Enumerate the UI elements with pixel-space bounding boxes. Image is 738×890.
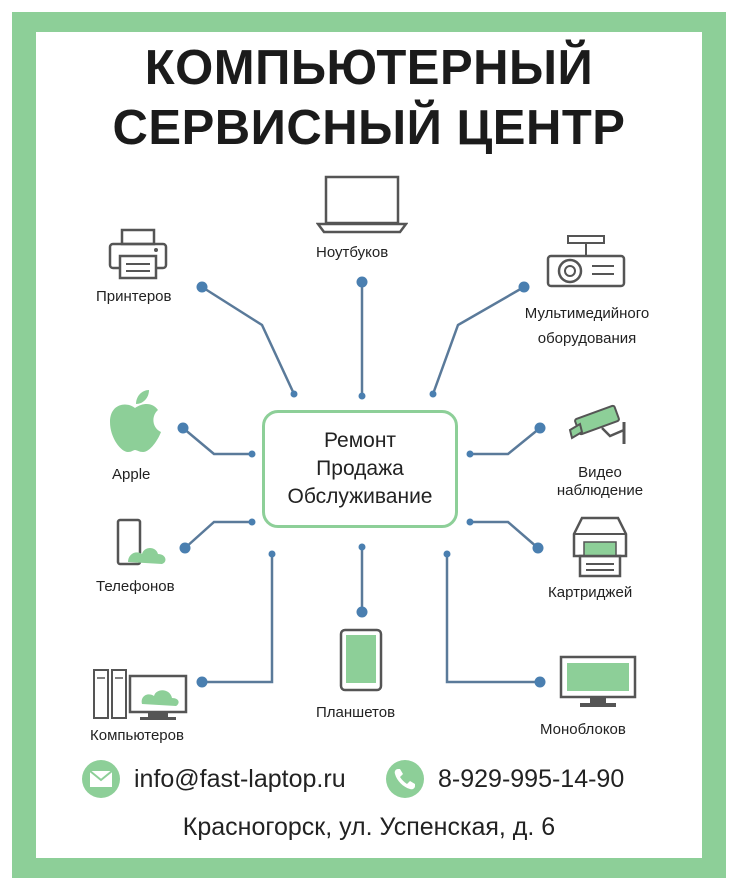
laptop-icon [316,175,408,234]
printer-icon [108,228,168,280]
tablet-icon [339,628,383,692]
label-multimedia-1: Мультимедийного [524,305,650,322]
desktop-computers-icon [93,669,188,720]
security-camera-icon [568,404,626,444]
email-badge [82,760,120,798]
link-multimedia [431,285,525,395]
envelope-icon [89,770,113,787]
label-multimedia-2: оборудования [537,330,637,347]
phone-handset-icon [394,769,415,790]
center-line-repair: Ремонт [323,429,397,452]
label-printers: Принтеров [96,288,172,305]
link-computers [202,554,274,684]
apple-logo-icon [110,390,161,452]
center-line-maintenance: Обслуживание [287,485,433,508]
label-cartridges: Картриджей [548,584,633,601]
label-monoblocks: Моноблоков [540,721,626,738]
all-in-one-monitor-icon [559,655,637,707]
phone-badge [386,760,424,798]
center-services-box: Ремонт Продажа Обслуживание [262,410,458,528]
label-video-2: наблюдение [556,482,644,499]
email-text[interactable]: info@fast-laptop.ru [134,765,346,793]
title-line-2: СЕРВИСНЫЙ ЦЕНТР [112,101,626,155]
label-computers: Компьютеров [90,727,184,744]
address-text: Красногорск, ул. Успенская, д. 6 [182,813,556,841]
label-laptops: Ноутбуков [316,244,389,261]
cartridge-icon [572,516,628,578]
projector-icon [546,235,626,288]
link-video [470,427,541,456]
label-apple: Apple [112,466,151,483]
title-line-1: КОМПЬЮТЕРНЫЙ [144,41,594,95]
label-phones: Телефонов [96,578,175,595]
link-phones [184,520,252,549]
link-printers [201,285,296,395]
phone-text[interactable]: 8-929-995-14-90 [438,765,625,793]
center-line-sales: Продажа [316,457,404,480]
label-video-1: Видео [578,464,622,481]
link-apple [182,427,252,456]
label-tablets: Планшетов [316,704,396,721]
link-monoblocks [445,554,540,684]
link-cartridges [470,520,539,549]
smartphone-icon [116,518,166,566]
